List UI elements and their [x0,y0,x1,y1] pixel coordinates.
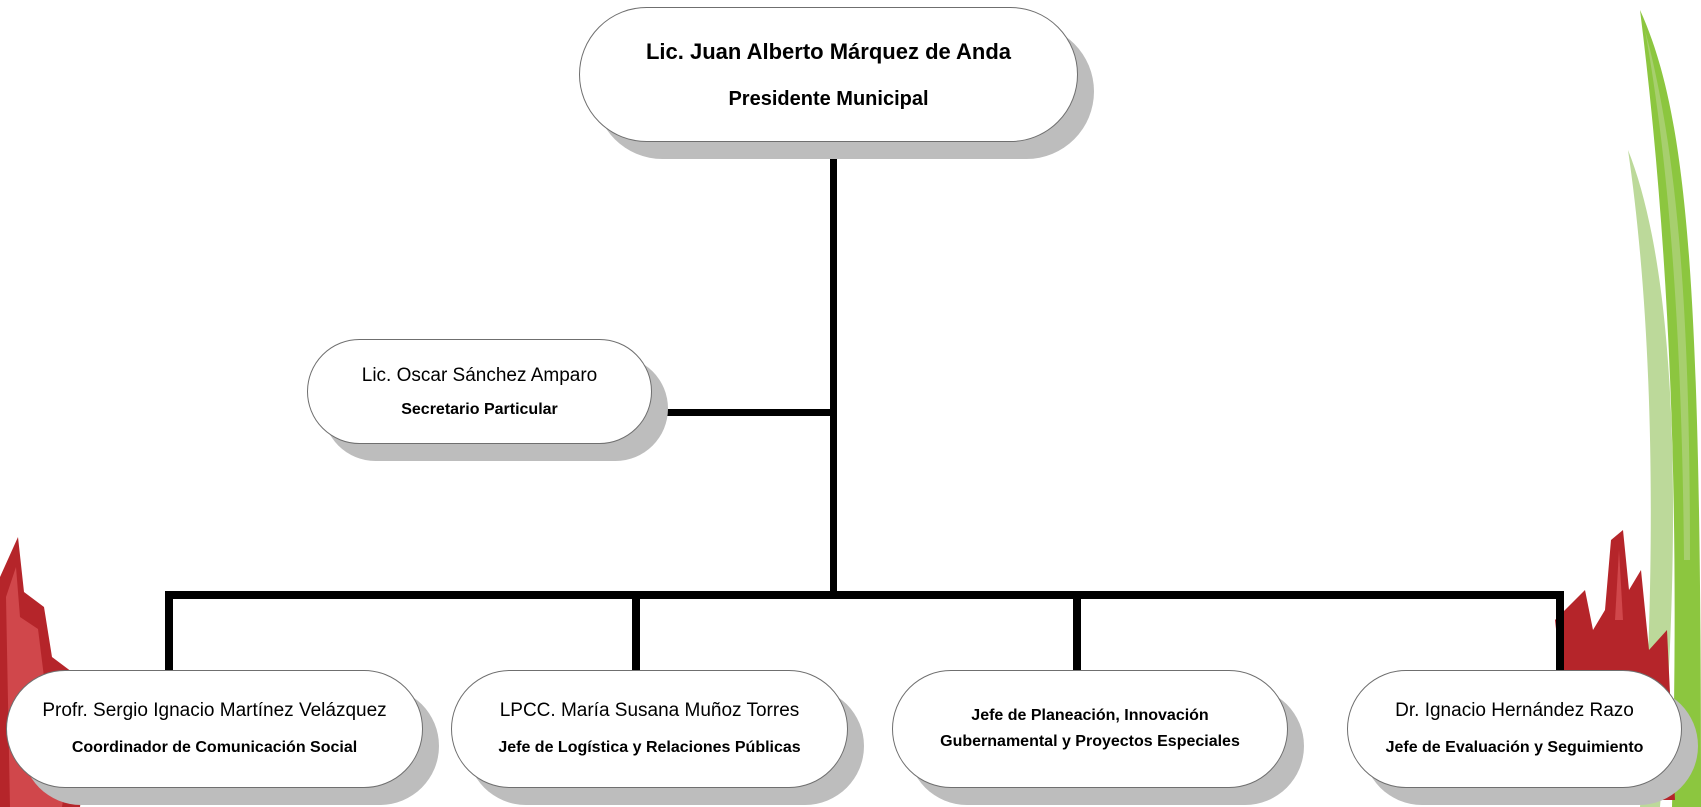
unit-role-line-2: Gubernamental y Proyectos Especiales [940,733,1240,750]
bottom-bus-line [165,591,1564,599]
unit-node-evaluation: Dr. Ignacio Hernández Razo Jefe de Evalu… [1347,670,1682,788]
secretary-name: Lic. Oscar Sánchez Amparo [361,364,598,386]
unit-name: Dr. Ignacio Hernández Razo [1395,700,1634,721]
drop-line-3 [1073,591,1081,671]
secretary-node: Lic. Oscar Sánchez Amparo Secretario Par… [307,339,652,444]
unit-node-planning: Jefe de Planeación, Innovación Gubername… [892,670,1288,788]
unit-role: Jefe de Planeación, Innovación Gubername… [940,703,1240,755]
trunk-line [830,142,837,599]
unit-name: Profr. Sergio Ignacio Martínez Velázquez [42,700,387,721]
drop-line-2 [632,591,640,671]
unit-role: Jefe de Logística y Relaciones Públicas [498,739,801,756]
president-role: Presidente Municipal [728,87,929,110]
unit-node-communication: Profr. Sergio Ignacio Martínez Velázquez… [6,670,423,788]
president-name: Lic. Juan Alberto Márquez de Anda [645,38,1012,64]
drop-line-4 [1556,591,1564,671]
drop-line-1 [165,591,173,671]
president-node: Lic. Juan Alberto Márquez de Anda Presid… [579,7,1078,142]
secretary-role: Secretario Particular [401,400,558,418]
unit-role: Coordinador de Comunicación Social [71,739,358,756]
unit-node-logistics: LPCC. María Susana Muñoz Torres Jefe de … [451,670,848,788]
unit-role-line-1: Jefe de Planeación, Innovación [971,707,1209,724]
unit-name: LPCC. María Susana Muñoz Torres [499,700,800,721]
secretary-connector [652,409,837,416]
unit-role: Jefe de Evaluación y Seguimiento [1385,739,1644,756]
